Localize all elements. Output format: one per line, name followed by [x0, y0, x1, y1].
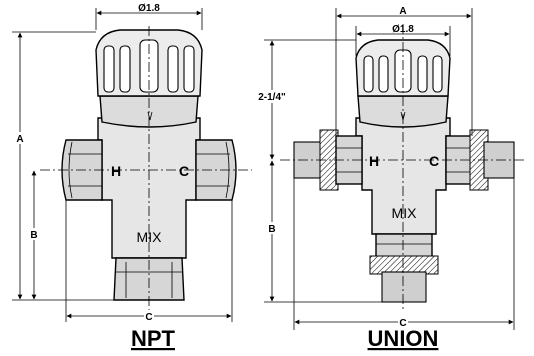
union-dim-c-label: C	[399, 318, 406, 329]
npt-caption: NPT	[131, 326, 176, 351]
npt-dim-b-label: B	[30, 230, 37, 241]
npt-dim-c-label: C	[145, 312, 152, 323]
npt-diameter-label: Ø1.8	[138, 3, 160, 14]
npt-valve-drawing: Ø1.8 A B C H C MIX NPT	[12, 3, 252, 351]
union-caption: UNION	[368, 326, 439, 351]
union-dim-b-label: B	[268, 224, 275, 235]
union-mix-outlet-fitting	[369, 233, 439, 303]
union-diameter-label: Ø1.8	[392, 24, 414, 35]
union-dim-a-label: A	[399, 6, 406, 17]
union-cold-port-label: C	[429, 153, 439, 169]
npt-dim-a-label: A	[16, 134, 23, 145]
union-mix-port-label: MIX	[392, 205, 418, 221]
union-hot-port-label: H	[369, 153, 379, 169]
union-bonnet	[357, 95, 449, 128]
npt-mix-port-label: MIX	[137, 229, 163, 245]
npt-cold-port-label: C	[179, 163, 189, 179]
union-valve-drawing: A Ø1.8 2-1/4" B C H C MIX UNION	[252, 6, 526, 351]
npt-hot-port-label: H	[111, 163, 121, 179]
union-height-label: 2-1/4"	[258, 92, 286, 103]
